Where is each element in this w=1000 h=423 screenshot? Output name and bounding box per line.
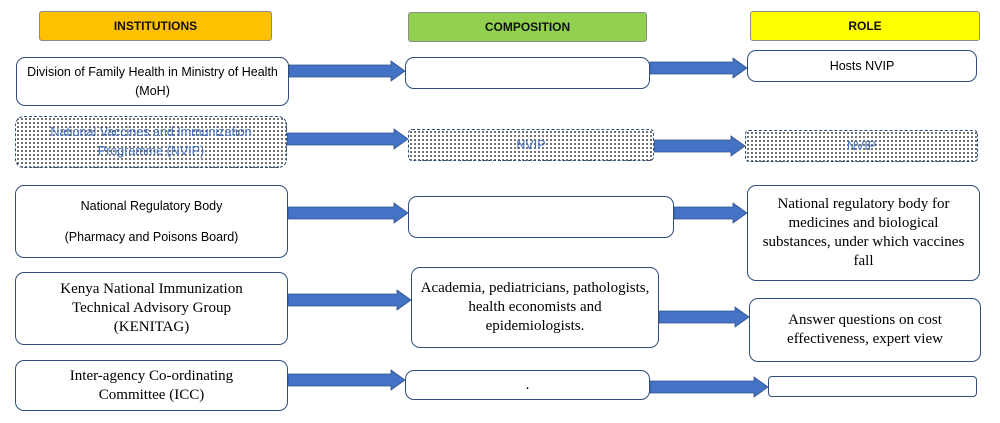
composition-header: COMPOSITION bbox=[408, 12, 647, 42]
role-kenitag: Answer questions on cost effectiveness, … bbox=[749, 298, 981, 362]
arrow-kenitag-to-role bbox=[658, 306, 750, 328]
role-header: ROLE bbox=[750, 11, 980, 41]
arrow-icc-to-composition bbox=[287, 369, 406, 391]
institution-icc-label: Inter-agency Co-ordinating Committee (IC… bbox=[69, 367, 234, 403]
role-moh: Hosts NVIP bbox=[747, 50, 977, 82]
institution-nvip-label: National Vaccines and Immunization Progr… bbox=[50, 125, 252, 158]
composition-nvip: NVIP bbox=[408, 129, 654, 161]
arrow-moh-to-composition bbox=[288, 60, 406, 82]
arrow-moh-to-role bbox=[649, 57, 748, 79]
institutions-header: INSTITUTIONS bbox=[39, 11, 272, 41]
arrow-nvip-to-composition bbox=[286, 128, 409, 150]
arrow-regulatory-to-role bbox=[673, 202, 748, 224]
composition-icc-label: . bbox=[525, 376, 530, 393]
role-icc bbox=[768, 376, 977, 397]
role-nvip: NVIP bbox=[745, 130, 978, 162]
institution-moh: Division of Family Health in Ministry of… bbox=[16, 57, 289, 106]
institution-icc: Inter-agency Co-ordinating Committee (IC… bbox=[15, 360, 288, 411]
composition-kenitag: Academia, pediatricians, pathologists, h… bbox=[411, 267, 659, 348]
role-regulatory-label: National regulatory body for medicines a… bbox=[762, 196, 965, 269]
arrow-icc-to-role bbox=[649, 376, 769, 398]
institution-moh-label: Division of Family Health in Ministry of… bbox=[27, 64, 278, 98]
institution-kenitag-label: Kenya National Immunization Technical Ad… bbox=[60, 281, 243, 335]
institution-regulatory-line2: (Pharmacy and Poisons Board) bbox=[64, 229, 239, 244]
composition-moh bbox=[405, 57, 650, 89]
composition-regulatory-body bbox=[408, 196, 674, 238]
arrow-kenitag-to-composition bbox=[287, 289, 412, 311]
institution-kenitag: Kenya National Immunization Technical Ad… bbox=[15, 272, 288, 345]
role-regulatory-body: National regulatory body for medicines a… bbox=[747, 185, 980, 281]
arrow-regulatory-to-composition bbox=[287, 202, 409, 224]
institution-nvip: National Vaccines and Immunization Progr… bbox=[15, 116, 287, 168]
institution-regulatory-line1: National Regulatory Body bbox=[80, 198, 223, 213]
composition-nvip-label: NVIP bbox=[516, 137, 546, 152]
role-moh-label: Hosts NVIP bbox=[829, 58, 895, 73]
role-nvip-label: NVIP bbox=[846, 138, 877, 153]
role-kenitag-label: Answer questions on cost effectiveness, … bbox=[787, 312, 943, 347]
composition-icc: . bbox=[405, 370, 650, 400]
institution-regulatory-body: National Regulatory Body (Pharmacy and P… bbox=[15, 185, 288, 258]
composition-kenitag-label: Academia, pediatricians, pathologists, h… bbox=[420, 280, 650, 334]
arrow-nvip-to-role bbox=[653, 135, 746, 157]
